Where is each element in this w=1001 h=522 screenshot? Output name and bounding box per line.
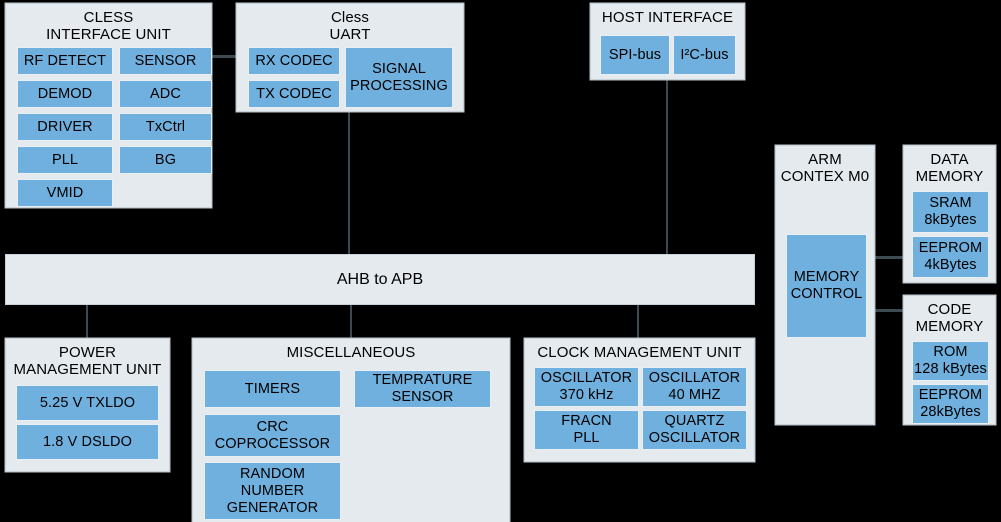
block-dsldo[interactable]: 1.8 V DSLDO — [16, 424, 159, 460]
block-crc-coprocessor[interactable]: CRC COPROCESSOR — [204, 414, 341, 457]
block-demod[interactable]: DEMOD — [17, 80, 113, 108]
connector-arm-to-code-memory — [874, 309, 904, 312]
block-tx-codec[interactable]: TX CODEC — [248, 80, 340, 108]
block-bg[interactable]: BG — [119, 146, 212, 174]
panel-clock-management-unit: CLOCK MANAGEMENT UNIT OSCILLATOR 370 kHz… — [524, 338, 755, 462]
block-oscillator-40mhz[interactable]: OSCILLATOR 40 MHZ — [642, 367, 747, 407]
panel-data-memory: DATA MEMORY SRAM 8kBytes EEPROM 4kBytes — [903, 145, 996, 283]
connector-host-to-bus — [666, 80, 668, 256]
bus-ahb-to-apb: AHB to APB — [5, 254, 755, 305]
panel-host-interface: HOST INTERFACE SPI-bus I²C-bus — [590, 3, 745, 80]
block-txldo[interactable]: 5.25 V TXLDO — [16, 385, 159, 421]
connector-bus-to-pmu — [86, 304, 88, 338]
block-rom[interactable]: ROM 128 kBytes — [912, 341, 989, 381]
connector-uart-to-bus — [348, 112, 350, 256]
block-temperature-sensor[interactable]: TEMPRATURE SENSOR — [354, 370, 491, 408]
panel-title-cless-interface-unit: CLESS INTERFACE UNIT — [46, 9, 171, 43]
block-sensor[interactable]: SENSOR — [119, 47, 212, 75]
block-spi-bus[interactable]: SPI-bus — [600, 35, 670, 75]
connector-bus-to-clock — [637, 304, 639, 338]
block-adc[interactable]: ADC — [119, 80, 212, 108]
panel-title-power-management-unit: POWER MANAGEMENT UNIT — [13, 344, 162, 378]
panel-miscellaneous: MISCELLANEOUS TIMERS TEMPRATURE SENSOR C… — [192, 338, 510, 522]
connector-bus-to-misc — [350, 304, 352, 338]
block-fracn-pll[interactable]: FRACN PLL — [534, 410, 639, 450]
block-oscillator-370khz[interactable]: OSCILLATOR 370 kHz — [534, 367, 639, 407]
panel-cless-interface-unit: CLESS INTERFACE UNIT RF DETECT SENSOR DE… — [5, 3, 212, 208]
block-txctrl[interactable]: TxCtrl — [119, 113, 212, 141]
block-vmid[interactable]: VMID — [17, 179, 113, 207]
panel-title-code-memory: CODE MEMORY — [915, 301, 984, 335]
block-signal-processing[interactable]: SIGNAL PROCESSING — [345, 47, 453, 108]
block-driver[interactable]: DRIVER — [17, 113, 113, 141]
panel-title-cless-uart: Cless UART — [329, 9, 371, 43]
block-rf-detect[interactable]: RF DETECT — [17, 47, 113, 75]
panel-title-arm-cortex-m0: ARM CONTEX M0 — [780, 151, 870, 185]
panel-cless-uart: Cless UART RX CODEC TX CODEC SIGNAL PROC… — [236, 3, 464, 112]
panel-title-miscellaneous: MISCELLANEOUS — [286, 344, 416, 361]
block-data-eeprom[interactable]: EEPROM 4kBytes — [912, 236, 989, 278]
block-pll[interactable]: PLL — [17, 146, 113, 174]
block-code-eeprom[interactable]: EEPROM 28kBytes — [912, 384, 989, 424]
block-quartz-oscillator[interactable]: QUARTZ OSCILLATOR — [642, 410, 747, 450]
block-i2c-bus[interactable]: I²C-bus — [673, 35, 736, 75]
block-sram[interactable]: SRAM 8kBytes — [912, 191, 989, 233]
panel-title-host-interface: HOST INTERFACE — [601, 9, 734, 26]
block-random-number-generator[interactable]: RANDOM NUMBER GENERATOR — [204, 462, 341, 520]
connector-arm-to-data-memory — [874, 256, 904, 259]
block-memory-control[interactable]: MEMORY CONTROL — [786, 234, 867, 338]
block-rx-codec[interactable]: RX CODEC — [248, 47, 340, 75]
block-timers[interactable]: TIMERS — [204, 370, 341, 408]
panel-arm-cortex-m0: ARM CONTEX M0 MEMORY CONTROL — [775, 145, 875, 425]
panel-title-data-memory: DATA MEMORY — [915, 151, 984, 185]
panel-power-management-unit: POWER MANAGEMENT UNIT 5.25 V TXLDO 1.8 V… — [5, 338, 170, 472]
connector-cless-to-uart — [210, 55, 238, 58]
panel-code-memory: CODE MEMORY ROM 128 kBytes EEPROM 28kByt… — [903, 295, 996, 425]
bus-label: AHB to APB — [336, 270, 424, 288]
panel-title-clock-management-unit: CLOCK MANAGEMENT UNIT — [537, 344, 742, 361]
